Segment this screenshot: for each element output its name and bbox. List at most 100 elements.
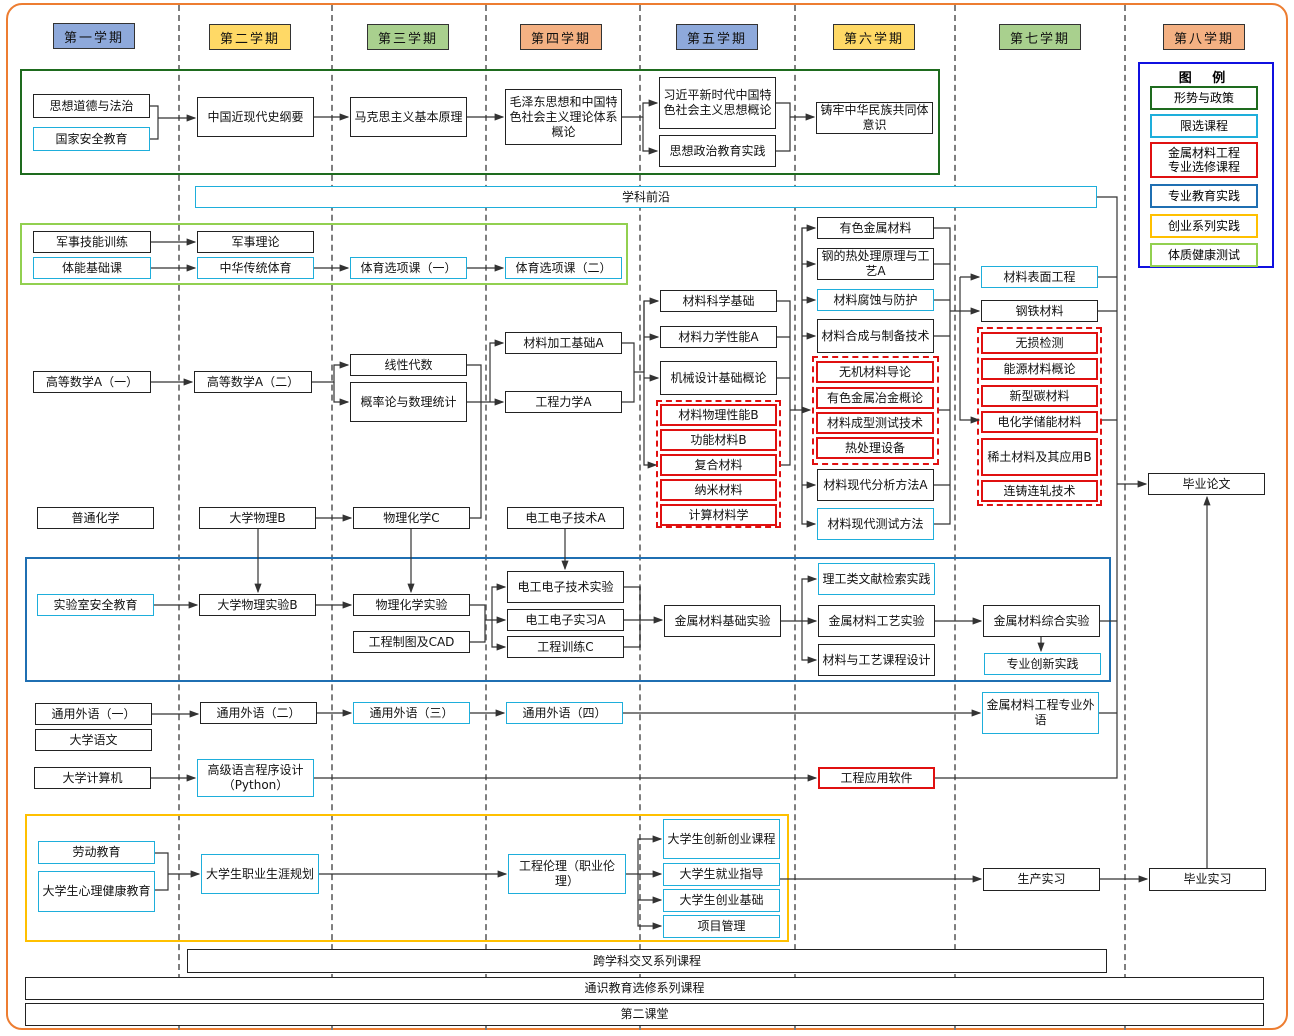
general-elective-bar[interactable]: 通识教育选修系列课程 — [25, 977, 1264, 1000]
course-box[interactable]: 思想政治教育实践 — [659, 135, 776, 167]
course-box[interactable]: 通用外语（三） — [353, 702, 470, 724]
course-box[interactable]: 国家安全教育 — [33, 127, 150, 151]
course-box[interactable]: 劳动教育 — [38, 841, 155, 864]
course-box[interactable]: 通用外语（四） — [506, 702, 623, 724]
course-box[interactable]: 中国近现代史纲要 — [197, 97, 314, 137]
course-box[interactable]: 大学生职业生涯规划 — [201, 854, 319, 894]
course-box[interactable]: 高级语言程序设计（Python） — [197, 759, 314, 797]
course-box[interactable]: 体育选项课（一） — [350, 257, 467, 279]
course-box[interactable]: 毕业实习 — [1149, 868, 1266, 891]
elective-box[interactable]: 连铸连轧技术 — [981, 480, 1098, 502]
elective-box[interactable]: 无损检测 — [981, 332, 1098, 354]
course-box[interactable]: 马克思主义基本原理 — [350, 97, 467, 137]
course-box[interactable]: 军事技能训练 — [33, 231, 151, 253]
course-box[interactable]: 机械设计基础概论 — [660, 361, 777, 395]
course-box[interactable]: 习近平新时代中国特色社会主义思想概论 — [659, 77, 776, 129]
course-box[interactable]: 钢的热处理原理与工艺A — [817, 248, 934, 280]
course-box[interactable]: 大学生创业基础 — [663, 889, 780, 912]
semester-divider — [794, 5, 796, 1030]
course-box[interactable]: 铸牢中华民族共同体意识 — [816, 102, 933, 134]
legend: 图 例 形势与政策 限选课程 金属材料工程专业选修课程 专业教育实践 创业系列实… — [1138, 62, 1274, 268]
course-box[interactable]: 实验室安全教育 — [37, 594, 154, 616]
interdisciplinary-bar[interactable]: 跨学科交叉系列课程 — [187, 949, 1107, 973]
course-box[interactable]: 有色金属材料 — [817, 217, 934, 239]
course-box[interactable]: 材料力学性能A — [660, 326, 777, 348]
semester-header-2: 第二学期 — [209, 24, 291, 50]
course-box[interactable]: 金属材料基础实验 — [664, 605, 781, 637]
course-box[interactable]: 大学物理B — [199, 507, 316, 529]
semester-header-7: 第七学期 — [999, 24, 1081, 50]
career-group — [25, 814, 789, 942]
semester-divider — [485, 5, 487, 1030]
course-box[interactable]: 材料科学基础 — [660, 290, 777, 312]
elective-box[interactable]: 材料物理性能B — [660, 404, 777, 426]
elective-box[interactable]: 无机材料导论 — [816, 361, 934, 383]
course-box[interactable]: 理工类文献检索实践 — [818, 563, 935, 595]
course-box[interactable]: 材料与工艺课程设计 — [818, 644, 935, 676]
course-box[interactable]: 工程伦理（职业伦理） — [508, 854, 626, 894]
course-box[interactable]: 普通化学 — [37, 507, 154, 529]
course-box[interactable]: 通用外语（一） — [35, 703, 152, 725]
course-box[interactable]: 概率论与数理统计 — [350, 382, 467, 422]
elective-box[interactable]: 电化学储能材料 — [981, 411, 1098, 433]
elective-box[interactable]: 复合材料 — [660, 454, 777, 476]
course-box[interactable]: 项目管理 — [663, 915, 780, 938]
course-box[interactable]: 金属材料工程专业外语 — [982, 692, 1099, 734]
course-box[interactable]: 工程训练C — [507, 636, 624, 658]
course-box[interactable]: 体育选项课（二） — [505, 257, 622, 279]
course-box[interactable]: 高等数学A（二） — [194, 371, 312, 393]
course-box[interactable]: 大学语文 — [35, 729, 152, 751]
course-box[interactable]: 大学生创新创业课程 — [663, 819, 780, 859]
elective-box[interactable]: 热处理设备 — [816, 437, 934, 459]
course-box[interactable]: 材料加工基础A — [505, 332, 622, 354]
course-box[interactable]: 大学生就业指导 — [663, 863, 780, 886]
elective-box[interactable]: 计算材料学 — [660, 504, 777, 526]
legend-item-restricted: 限选课程 — [1150, 114, 1258, 138]
course-box[interactable]: 钢铁材料 — [981, 300, 1098, 322]
course-box[interactable]: 电工电子实习A — [507, 609, 624, 631]
thesis-box[interactable]: 毕业论文 — [1148, 473, 1265, 495]
course-box[interactable]: 专业创新实践 — [984, 653, 1101, 675]
semester-divider — [639, 5, 641, 1030]
diagram-frame — [6, 3, 1288, 1030]
course-box[interactable]: 材料现代测试方法 — [817, 508, 934, 540]
course-box[interactable]: 体能基础课 — [33, 257, 151, 279]
course-box[interactable]: 金属材料综合实验 — [983, 605, 1100, 637]
elective-box[interactable]: 工程应用软件 — [818, 767, 935, 789]
course-box[interactable]: 材料表面工程 — [981, 266, 1098, 288]
elective-box[interactable]: 功能材料B — [660, 429, 777, 451]
course-box[interactable]: 毛泽东思想和中国特色社会主义理论体系概论 — [505, 89, 622, 145]
course-box[interactable]: 军事理论 — [197, 231, 314, 253]
legend-item-politics: 形势与政策 — [1150, 86, 1258, 110]
elective-box[interactable]: 能源材料概论 — [981, 358, 1098, 380]
course-box[interactable]: 材料腐蚀与防护 — [817, 289, 934, 311]
course-box[interactable]: 中华传统体育 — [197, 257, 314, 279]
course-box[interactable]: 物理化学实验 — [353, 594, 470, 616]
course-box[interactable]: 高等数学A（一） — [33, 371, 151, 393]
course-box[interactable]: 线性代数 — [350, 354, 467, 376]
elective-box[interactable]: 稀土材料及其应用B — [981, 438, 1098, 476]
legend-item-fitness: 体质健康测试 — [1150, 243, 1258, 267]
course-box[interactable]: 工程制图及CAD — [353, 631, 470, 653]
elective-box[interactable]: 材料成型测试技术 — [816, 412, 934, 434]
course-box[interactable]: 电工电子技术A — [507, 507, 624, 529]
course-box[interactable]: 电工电子技术实验 — [507, 571, 624, 603]
course-box[interactable]: 通用外语（二） — [200, 702, 317, 724]
frontier-bar[interactable]: 学科前沿 — [195, 186, 1097, 208]
course-box[interactable]: 生产实习 — [983, 868, 1100, 891]
second-classroom-bar[interactable]: 第二课堂 — [25, 1003, 1264, 1026]
course-box[interactable]: 材料合成与制备技术 — [817, 319, 934, 353]
elective-box[interactable]: 新型碳材料 — [981, 385, 1098, 407]
course-box[interactable]: 思想道德与法治 — [33, 94, 150, 118]
course-box[interactable]: 工程力学A — [505, 391, 622, 413]
course-box[interactable]: 大学物理实验B — [199, 594, 316, 616]
course-box[interactable]: 金属材料工艺实验 — [818, 605, 935, 637]
semester-divider — [954, 5, 956, 1030]
elective-box[interactable]: 有色金属冶金概论 — [816, 387, 934, 409]
course-box[interactable]: 物理化学C — [353, 507, 470, 529]
course-box[interactable]: 大学计算机 — [34, 767, 151, 789]
course-box[interactable]: 材料现代分析方法A — [817, 469, 934, 501]
course-box[interactable]: 大学生心理健康教育 — [38, 871, 155, 912]
legend-title: 图 例 — [1178, 71, 1234, 86]
elective-box[interactable]: 纳米材料 — [660, 479, 777, 501]
